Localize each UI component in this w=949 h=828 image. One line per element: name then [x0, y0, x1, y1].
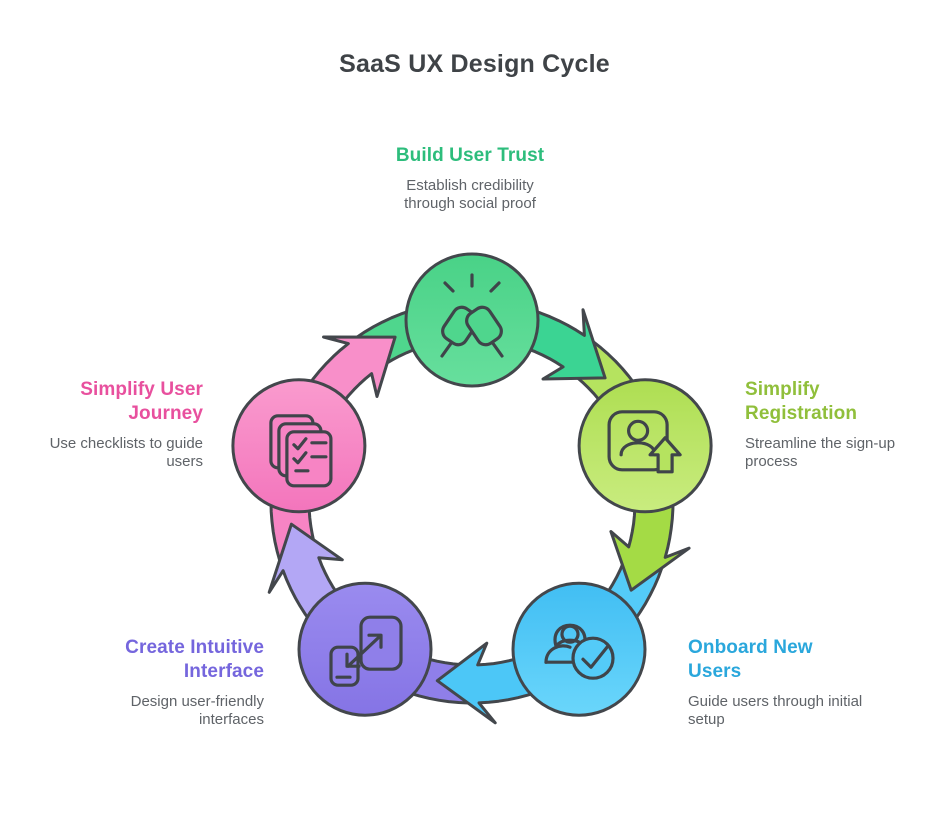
node-label-build-user-trust: Build User Trust Establish credibility t…: [330, 144, 610, 213]
node-label-create-intuitive-interface: Create Intuitive Interface Design user-f…: [52, 636, 264, 729]
node-heading: Create Intuitive Interface: [125, 637, 264, 682]
node-heading: Onboard New Users: [688, 637, 813, 682]
node-description: Use checklists to guide users: [49, 435, 203, 470]
user-signup-icon: [607, 410, 682, 474]
node-label-simplify-registration: Simplify Registration Streamline the sig…: [745, 378, 940, 471]
node-description: Streamline the sign-up process: [745, 435, 896, 470]
node-circle-simplify-registration: [577, 378, 713, 514]
node-description: Design user-friendly interfaces: [130, 693, 264, 728]
node-heading: Simplify Registration: [745, 379, 858, 424]
node-label-onboard-new-users: Onboard New Users Guide users through in…: [688, 636, 913, 729]
node-description: Guide users through initial setup: [688, 693, 863, 728]
checklist-icon: [269, 414, 333, 488]
node-heading: Simplify User Journey: [80, 379, 203, 424]
node-label-simplify-user-journey: Simplify User Journey Use checklists to …: [8, 378, 203, 471]
fist-bump-icon: [440, 273, 504, 358]
node-heading: Build User Trust: [395, 145, 545, 166]
page-title: SaaS UX Design Cycle: [339, 50, 610, 78]
node-description: Establish credibility through social pro…: [404, 177, 536, 212]
responsive-devices-icon: [329, 615, 403, 687]
user-check-icon: [544, 623, 615, 680]
